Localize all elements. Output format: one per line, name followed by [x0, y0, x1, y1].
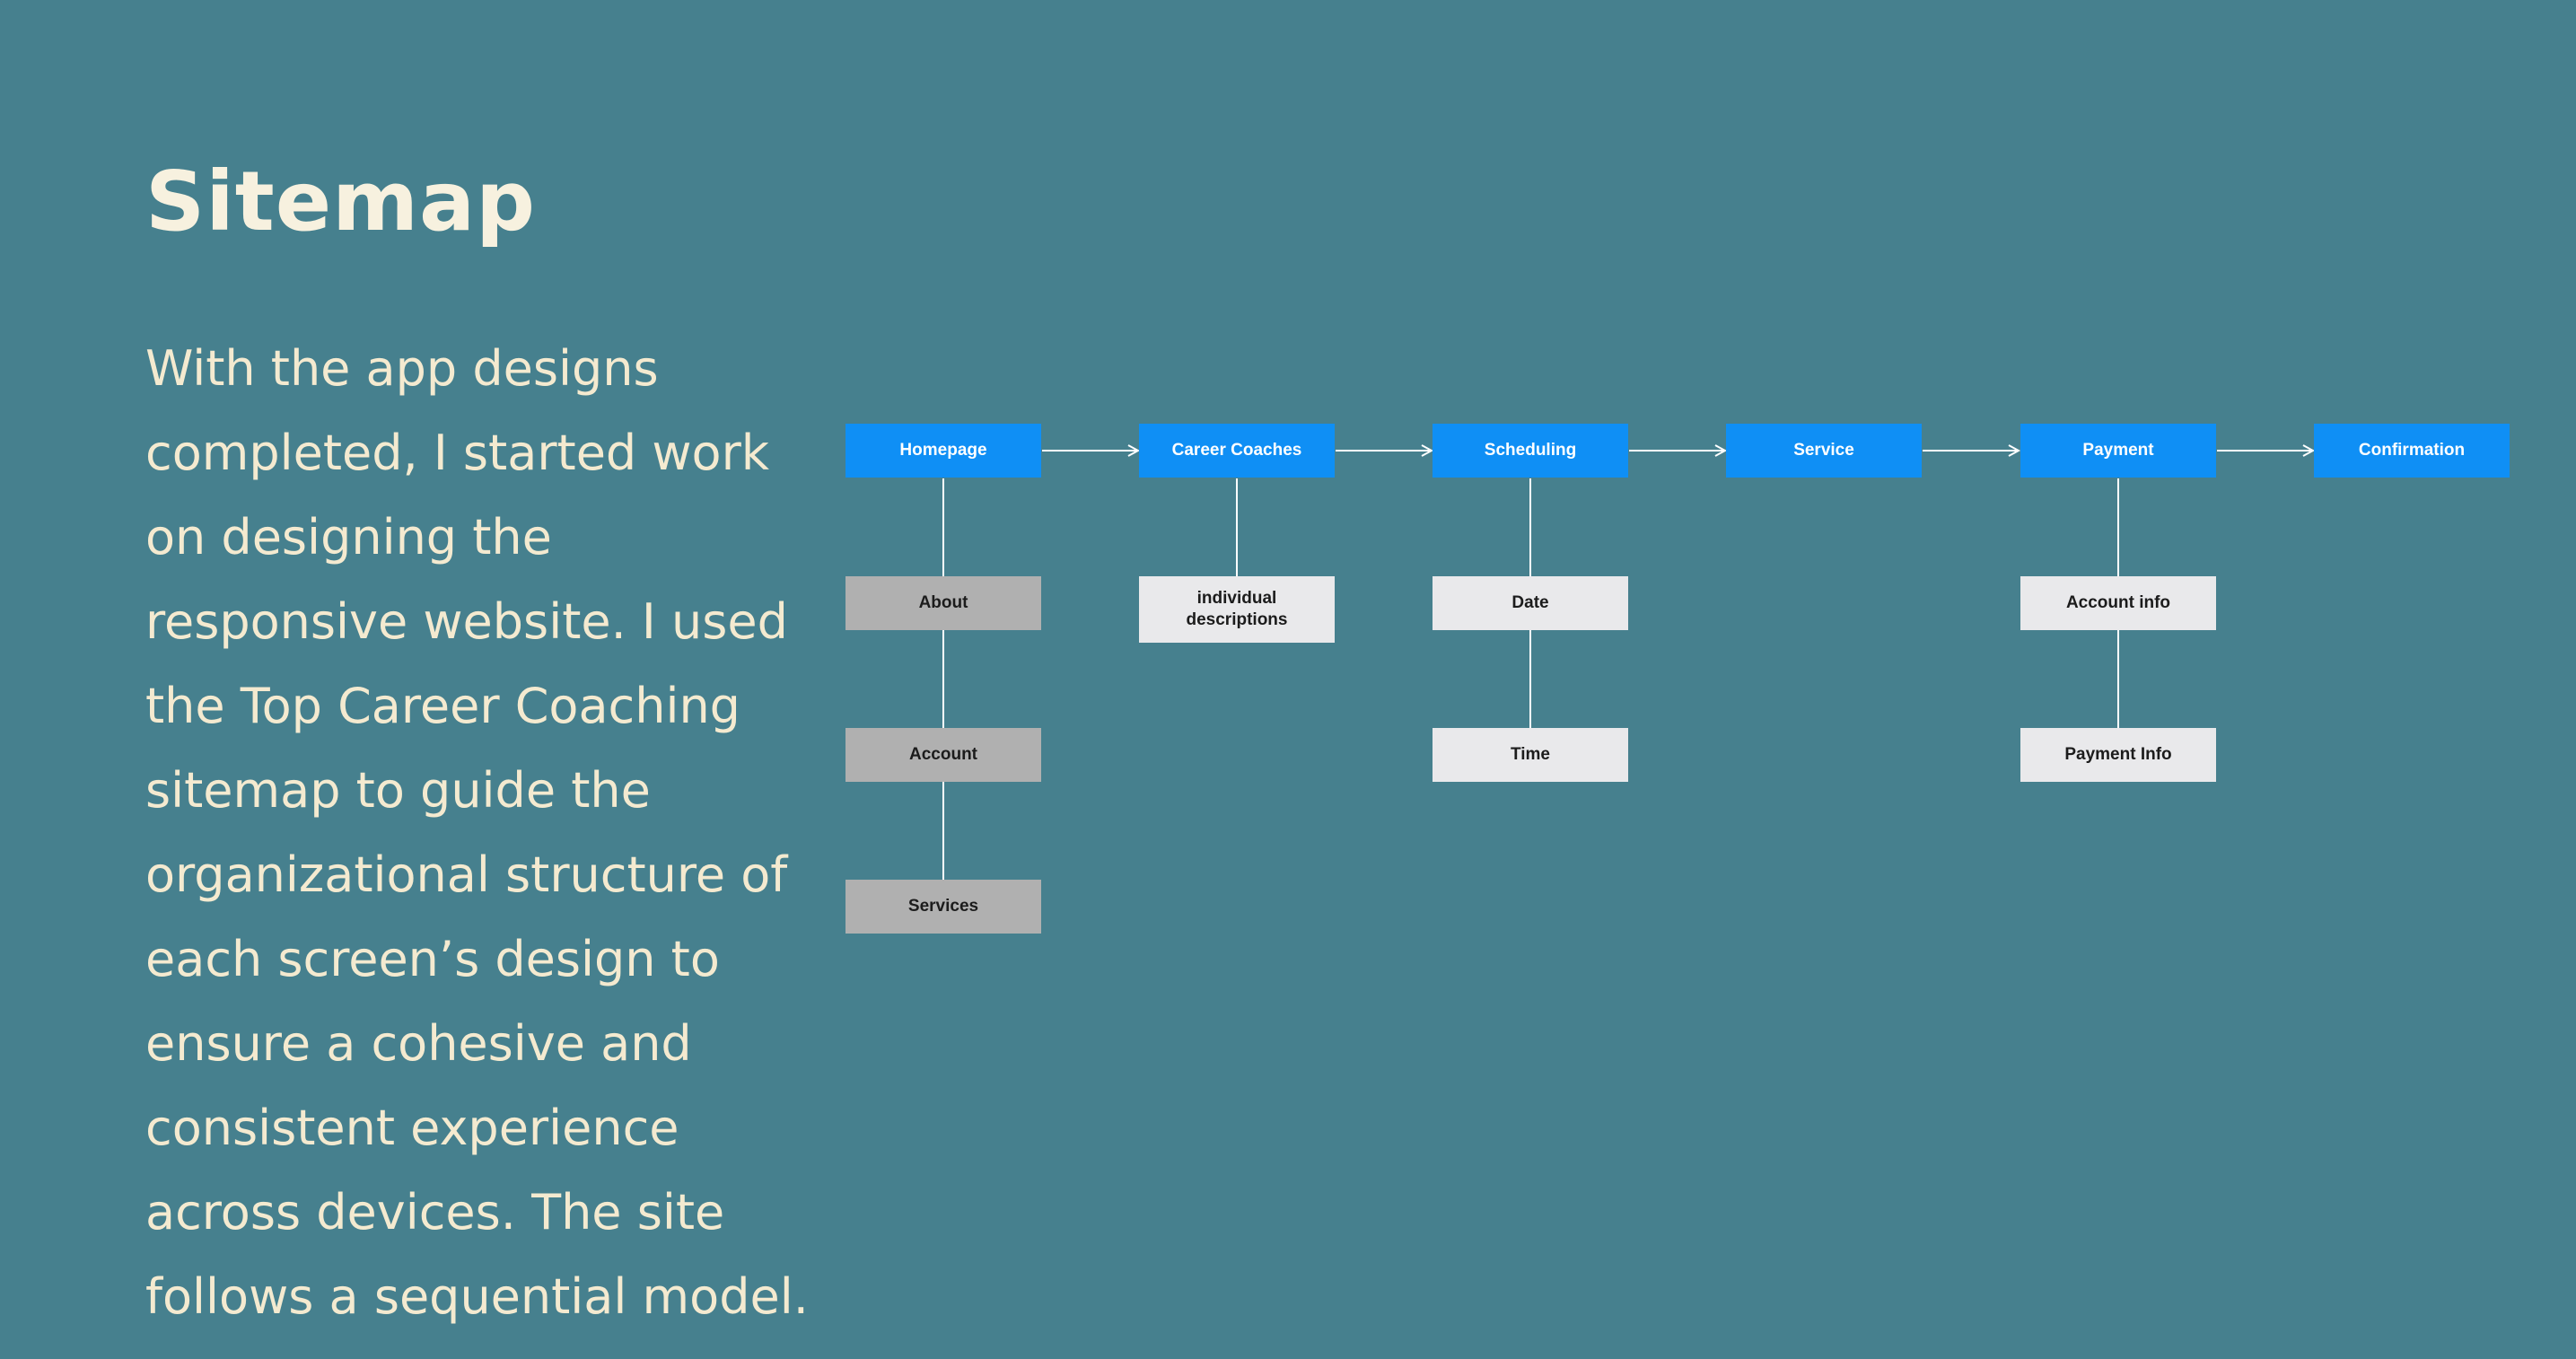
page-title: Sitemap: [145, 153, 536, 250]
node-career-coaches: Career Coaches: [1139, 424, 1335, 478]
node-about: About: [846, 576, 1041, 630]
node-account: Account: [846, 728, 1041, 782]
node-individual-descriptions: individual descriptions: [1139, 576, 1335, 643]
node-confirmation: Confirmation: [2314, 424, 2510, 478]
node-homepage: Homepage: [846, 424, 1041, 478]
page-description: With the app designs completed, I starte…: [145, 340, 809, 1325]
node-scheduling: Scheduling: [1433, 424, 1628, 478]
node-time: Time: [1433, 728, 1628, 782]
node-account-info: Account info: [2020, 576, 2216, 630]
node-payment: Payment: [2020, 424, 2216, 478]
node-date: Date: [1433, 576, 1628, 630]
node-services: Services: [846, 880, 1041, 934]
node-service: Service: [1726, 424, 1922, 478]
node-payment-info: Payment Info: [2020, 728, 2216, 782]
